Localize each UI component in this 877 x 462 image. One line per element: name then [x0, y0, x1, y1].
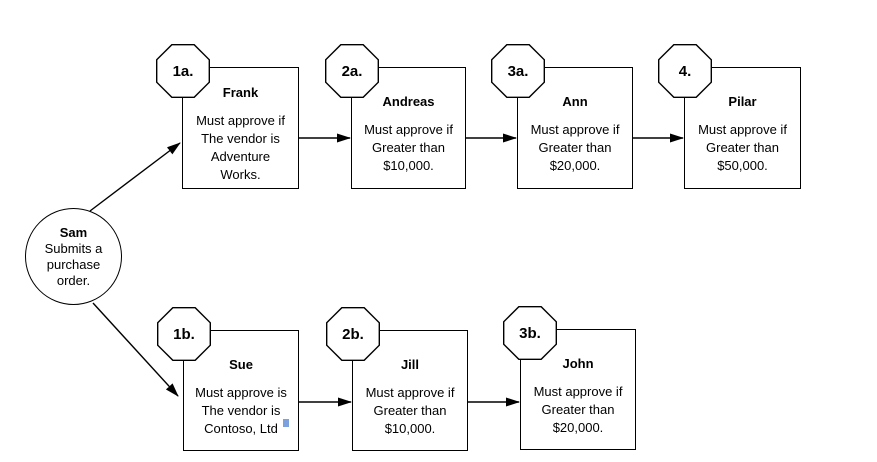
step-badge-octagon-1b[interactable]: 1b.: [157, 307, 211, 361]
approver-node-2b[interactable]: 2b. Jill Must approve if Greater than $1…: [326, 307, 468, 451]
step-number-4: 4.: [678, 62, 692, 80]
start-node-name: Sam: [59, 224, 88, 240]
start-node-description: Submits a purchase order.: [44, 240, 103, 288]
step-badge-octagon-2b[interactable]: 2b.: [326, 307, 380, 361]
approval-condition: Must approve if Greater than $20,000.: [533, 383, 623, 435]
arrow-start-to-1b: [92, 302, 179, 397]
arrow-start-to-1a: [89, 142, 181, 212]
approver-name: Jill: [400, 356, 420, 372]
octagon-shape: [326, 307, 380, 361]
step-number-2b: 2b.: [342, 325, 364, 343]
approval-condition: Must approve if Greater than $20,000.: [530, 122, 620, 173]
step-number-1b: 1b.: [173, 325, 195, 343]
approver-node-2a[interactable]: 2a. Andreas Must approve if Greater than…: [325, 44, 466, 189]
octagon-shape: [157, 307, 211, 361]
approval-condition: Must approve if The vendor is Adventure …: [196, 113, 285, 182]
approver-name: Pilar: [728, 94, 757, 109]
octagon-shape: [658, 44, 712, 98]
step-number-3b: 3b.: [519, 324, 541, 342]
approver-name: Andreas: [382, 94, 435, 109]
step-number-1a: 1a.: [172, 62, 194, 80]
approver-name: Frank: [222, 85, 259, 100]
octagon-shape: [503, 306, 557, 360]
approver-node-1a[interactable]: 1a. Frank Must approve if The vendor is …: [156, 44, 299, 189]
step-badge-octagon-3a[interactable]: 3a.: [491, 44, 545, 98]
approver-node-4[interactable]: 4. Pilar Must approve if Greater than $5…: [658, 44, 801, 189]
step-badge-octagon-4[interactable]: 4.: [658, 44, 712, 98]
octagon-shape: [325, 44, 379, 98]
approver-name: Ann: [562, 94, 588, 109]
approval-condition: Must approve is The vendor is Contoso, L…: [195, 384, 287, 436]
octagon-shape: [491, 44, 545, 98]
approval-condition: Must approve if Greater than $10,000.: [365, 384, 455, 436]
approver-node-3b[interactable]: 3b. John Must approve if Greater than $2…: [503, 306, 636, 450]
step-badge-octagon-2a[interactable]: 2a.: [325, 44, 379, 98]
step-number-2a: 2a.: [341, 62, 363, 80]
text-cursor-artifact: [283, 419, 289, 427]
approver-node-3a[interactable]: 3a. Ann Must approve if Greater than $20…: [491, 44, 633, 189]
approver-node-1b[interactable]: 1b. Sue Must approve is The vendor is Co…: [157, 307, 299, 451]
step-badge-octagon-3b[interactable]: 3b.: [503, 306, 557, 360]
approval-condition: Must approve if Greater than $10,000.: [364, 122, 453, 173]
octagon-shape: [156, 44, 210, 98]
approval-condition: Must approve if Greater than $50,000.: [698, 122, 787, 173]
step-badge-octagon-1a[interactable]: 1a.: [156, 44, 210, 98]
start-node-sam[interactable]: Sam Submits a purchase order.: [25, 208, 122, 305]
approver-name: John: [562, 355, 594, 371]
step-number-3a: 3a.: [507, 62, 529, 80]
approver-name: Sue: [229, 356, 253, 372]
